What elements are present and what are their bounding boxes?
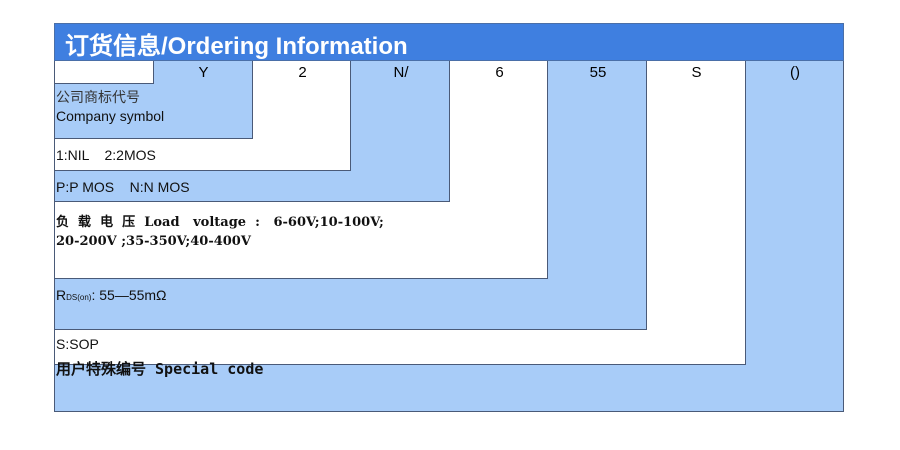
code-cell: 55 (589, 63, 607, 81)
code-cell: 6 (495, 63, 504, 81)
company-symbol-en: Company symbol (56, 108, 165, 124)
mos-count-label: 1:NIL 2:2MOS (56, 147, 156, 163)
special-code-label: 用户特殊编号 Special code (56, 360, 264, 378)
load-voltage-line2: 20-200V ;35-350V;40-400V (56, 234, 251, 249)
table-title: 订货信息/Ordering Information (65, 33, 408, 60)
rds-subscript: DS(on) (66, 293, 92, 302)
title-bar: 订货信息/Ordering Information (54, 23, 844, 61)
code-cell: () (790, 63, 800, 81)
code-cell: S (691, 63, 702, 81)
code-cell: Y (198, 63, 209, 81)
code-cell: N/ (393, 63, 409, 81)
rds-prefix: R (56, 287, 67, 303)
load-voltage-line1: 负 载 电 压 Load voltage : 6-60V;10-100V; (56, 215, 384, 230)
company-symbol-cn: 公司商标代号 (56, 89, 140, 105)
code-cell: 2 (298, 63, 307, 81)
package-label: S:SOP (56, 336, 99, 352)
code-cell (54, 61, 154, 83)
ordering-information-table: 订货信息/Ordering Information Y 2 N/ 6 55 S … (54, 23, 845, 412)
mos-type-label: P:P MOS N:N MOS (56, 179, 190, 195)
rds-value: : 55—55mΩ (91, 287, 167, 303)
rds-label: RDS(on): 55—55mΩ (56, 287, 167, 303)
